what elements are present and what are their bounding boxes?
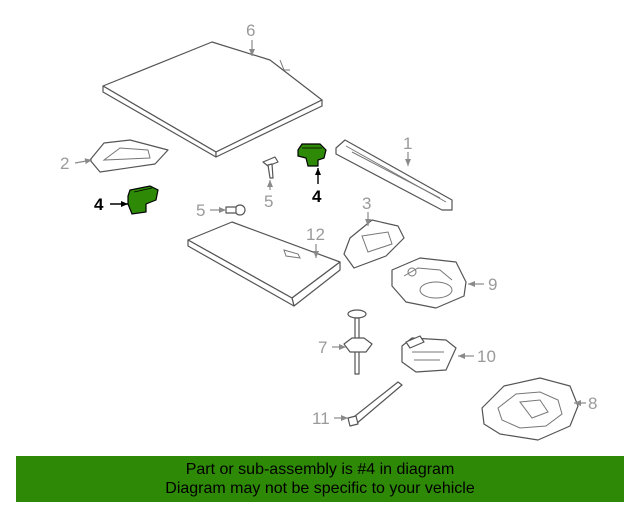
part-4-clip-left <box>127 185 159 215</box>
callout-5-lower: 5 <box>196 201 205 220</box>
part-9-foam-tray <box>391 257 467 309</box>
callout-11: 11 <box>312 409 330 428</box>
leader-lines <box>74 40 586 421</box>
callout-4-right: 4 <box>312 187 322 206</box>
callout-9: 9 <box>488 275 497 294</box>
part-7-hold-down-bolt <box>343 309 373 375</box>
part-10-jack <box>401 335 457 373</box>
callout-3: 3 <box>362 194 371 213</box>
part-3-side-cover <box>343 219 405 269</box>
part-5-pin-lower <box>225 204 246 216</box>
callout-10: 10 <box>477 347 496 366</box>
leader-2 <box>74 158 93 165</box>
callout-6: 6 <box>246 21 255 40</box>
callout-1: 1 <box>403 134 412 153</box>
part-6-package-tray <box>102 41 323 158</box>
banner-line-2: Diagram may not be specific to your vehi… <box>165 480 475 497</box>
part-4-clip-right <box>297 143 327 167</box>
part-2-bracket <box>89 139 169 173</box>
part-8-spare-tray <box>481 377 579 441</box>
part-1-sill-plate <box>335 139 453 211</box>
callout-2: 2 <box>60 154 69 173</box>
part-5-pin-upper <box>262 156 279 179</box>
part-11-jack-handle <box>347 381 403 427</box>
part-12-tonneau-cover <box>187 221 341 307</box>
callout-4-left: 4 <box>94 195 104 214</box>
callout-7: 7 <box>318 338 327 357</box>
callout-5-upper: 5 <box>264 192 273 211</box>
callout-8: 8 <box>588 394 597 413</box>
callout-12: 12 <box>306 225 325 244</box>
info-banner: Part or sub-assembly is #4 in diagram Di… <box>16 456 624 502</box>
banner-line-1: Part or sub-assembly is #4 in diagram <box>185 461 455 478</box>
